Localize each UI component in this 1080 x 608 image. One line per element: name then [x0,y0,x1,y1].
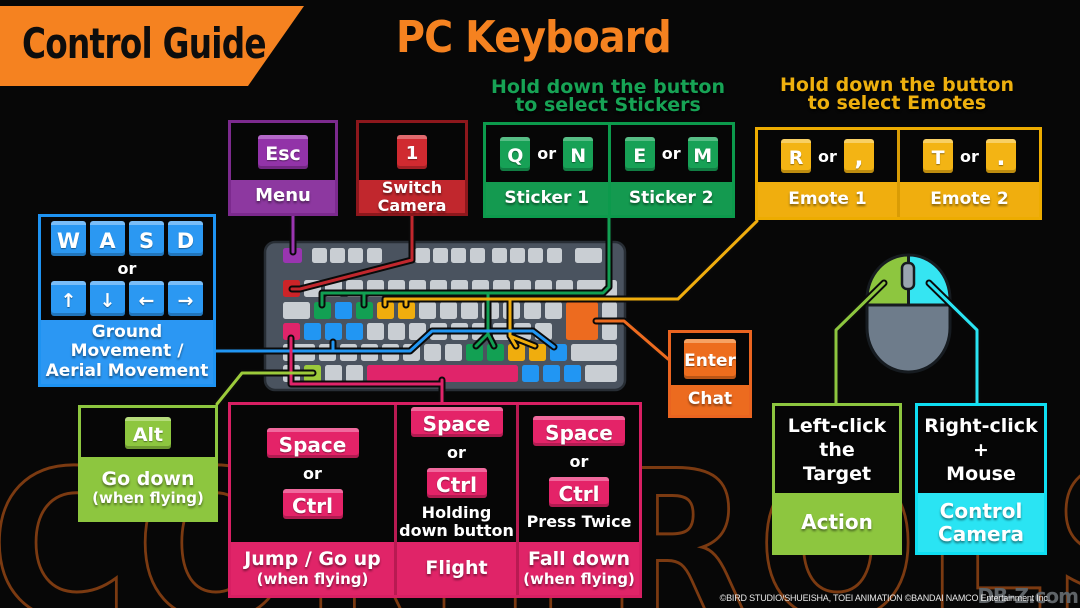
s-keycap: S [129,221,164,256]
flight-label: Flight [397,542,516,595]
arrow-up-keycap: ↑ [51,281,86,316]
binding-switch-camera: 1 Switch Camera [356,120,468,216]
emotes-header-line2: to select Emotes [807,92,987,114]
action-label: Action [775,493,899,552]
d-keycap: D [168,221,203,256]
emotes-header: Hold down the button to select Emotes [747,74,1047,114]
or-text: or [661,144,681,163]
or-text: or [117,259,137,278]
arrow-down-keycap: ↓ [90,281,125,316]
arrow-right-keycap: → [168,281,203,316]
binding-emotes: R or , Emote 1 T or . Emote 2 [755,127,1042,220]
e-keycap: E [624,136,655,171]
binding-sticker-2: E or M Sticker 2 [607,125,732,215]
binding-emote-2: T or . Emote 2 [897,130,1039,217]
binding-flight: Space or Ctrl Holding down button Flight [394,405,516,595]
ctrl-keycap: Ctrl [282,489,343,519]
arrow-left-keycap: ← [129,281,164,316]
binding-menu: Esc Menu [228,120,338,216]
binding-space-ctrl-group: Space or Ctrl Jump / Go up (when flying)… [228,402,642,598]
fall-down-label: Fall down (when flying) [519,542,639,595]
keyboard-illustration [263,240,627,392]
binding-movement: W A S D or ↑ ↓ ← → Ground Movement / Aer… [38,214,216,387]
movement-label: Ground Movement / Aerial Movement [41,320,213,384]
copyright-text: ©BIRD STUDIO/SHUEISHA, TOEI ANIMATION ©B… [719,593,1051,603]
control-camera-label: Control Camera [918,493,1044,552]
comma-keycap: , [843,139,874,173]
chat-label: Chat [671,385,749,415]
binding-go-down: Alt Go down (when flying) [78,405,218,522]
stickers-header-line1: Hold down the button [490,76,725,98]
or-text: or [537,144,557,163]
go-down-label: Go down (when flying) [81,457,215,519]
one-keycap: 1 [397,134,427,169]
or-text: or [569,452,589,471]
mouse-illustration [865,253,952,374]
binding-chat: Enter Chat [668,330,752,418]
page-title: Control Guide [22,19,266,68]
esc-keycap: Esc [258,134,308,169]
space-keycap: Space [533,416,625,446]
or-text: or [818,146,837,166]
emote2-label: Emote 2 [900,182,1039,217]
binding-sticker-1: Q or N Sticker 1 [486,125,608,215]
stickers-header: Hold down the button to select Stickers [458,76,758,116]
binding-jump: Space or Ctrl Jump / Go up (when flying) [231,405,394,595]
space-keycap: Space [410,407,503,437]
binding-control-camera: Right-click + Mouse Control Camera [915,403,1047,555]
control-camera-description: Right-click + Mouse [924,414,1038,485]
flight-note: Holding down button [399,503,514,540]
jump-label: Jump / Go up (when flying) [231,542,394,595]
or-text: or [303,464,322,483]
binding-emote-1: R or , Emote 1 [758,130,897,217]
page-subtitle: PC Keyboard [396,12,672,63]
binding-stickers: Q or N Sticker 1 E or M Sticker 2 [483,122,735,218]
binding-action: Left-click the Target Action [772,403,902,555]
stickers-header-line2: to select Stickers [515,94,701,116]
alt-keycap: Alt [125,416,171,449]
emote1-label: Emote 1 [758,182,897,217]
t-keycap: T [923,139,954,173]
space-keycap: Space [266,428,359,458]
watermark: DB-Z.com [977,584,1079,608]
enter-keycap: Enter [684,339,736,379]
action-description: Left-click the Target [787,414,887,485]
or-text: or [960,146,979,166]
emotes-header-line1: Hold down the button [779,74,1014,96]
binding-fall-down: Space or Ctrl Press Twice Fall down (whe… [516,405,639,595]
period-keycap: . [985,139,1016,173]
ctrl-keycap: Ctrl [426,468,487,498]
switch-camera-label: Switch Camera [359,178,465,214]
menu-label: Menu [231,180,335,213]
banner: Control Guide [0,6,304,86]
r-keycap: R [781,139,812,173]
fall-down-note: Press Twice [526,512,632,531]
a-keycap: A [90,221,125,256]
m-keycap: M [687,136,718,171]
connector-lines [212,212,981,408]
sticker1-label: Sticker 1 [486,182,608,215]
q-keycap: Q [500,136,531,171]
w-keycap: W [51,221,86,256]
ctrl-keycap: Ctrl [549,477,609,507]
sticker2-label: Sticker 2 [610,182,732,215]
n-keycap: N [563,136,594,171]
or-text: or [447,443,466,462]
